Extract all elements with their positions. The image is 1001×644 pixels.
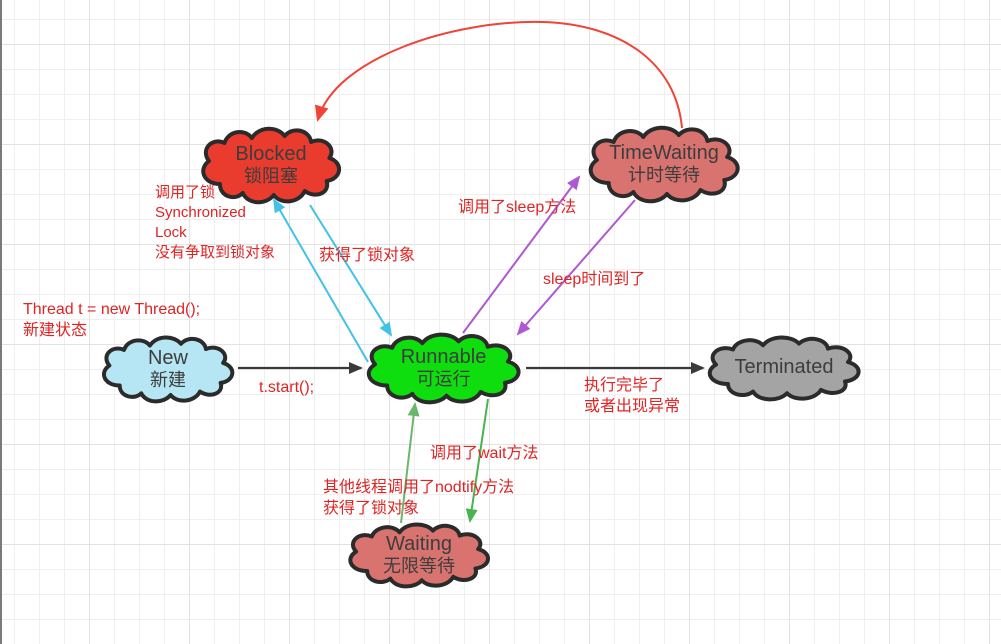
cloud-shape-timewaiting — [585, 126, 743, 202]
label-wait-call: 调用了wait方法 — [430, 445, 539, 462]
node-runnable-title: Runnable — [400, 345, 487, 368]
node-timewaiting: TimeWaiting 计时等待 — [585, 126, 743, 202]
cloud-shape-runnable — [363, 333, 524, 403]
label-blocked-reason-line3: Lock — [155, 224, 187, 241]
cloud-shape-waiting — [345, 523, 493, 587]
node-waiting-title: Waiting — [386, 532, 452, 555]
node-new: New 新建 — [99, 336, 237, 402]
node-waiting: Waiting 无限等待 — [345, 523, 493, 587]
label-t-start: t.start(); — [259, 379, 315, 396]
label-notify: 其他线程调用了nodtify方法 获得了锁对象 — [323, 477, 514, 519]
label-blocked-reason-line4: 没有争取到锁对象 — [155, 244, 276, 261]
cloud-shape-blocked — [198, 127, 344, 203]
node-timewaiting-title: TimeWaiting — [609, 141, 719, 164]
edge-timewaiting-to-blocked-arc — [314, 20, 683, 129]
label-sleep-done: sleep时间到了 — [543, 271, 646, 288]
label-blocked-reason-line2: Synchronized — [155, 204, 246, 221]
label-exec-done-line2: 或者出现异常 — [584, 398, 681, 415]
label-notify-line1: 其他线程调用了nodtify方法 — [323, 479, 515, 496]
node-new-subtitle: 新建 — [150, 370, 186, 391]
node-terminated: Terminated — [704, 336, 864, 400]
node-waiting-subtitle: 无限等待 — [383, 556, 455, 577]
label-exec-done: 执行完毕了 或者出现异常 — [584, 375, 680, 417]
label-new-thread-code: Thread t = new Thread(); 新建状态 — [23, 299, 200, 341]
label-blocked-reason: 调用了锁 Synchronized Lock 没有争取到锁对象 — [155, 183, 275, 263]
node-timewaiting-subtitle: 计时等待 — [628, 165, 700, 186]
edge-timewaiting-to-runnable — [516, 199, 636, 336]
cloud-shape-terminated — [704, 336, 864, 400]
label-got-lock: 获得了锁对象 — [319, 247, 416, 264]
node-new-title: New — [147, 346, 188, 369]
label-new-thread-code-line2: 新建状态 — [23, 322, 88, 339]
node-runnable: Runnable 可运行 — [363, 333, 524, 403]
node-terminated-title: Terminated — [734, 356, 834, 379]
label-exec-done-line1: 执行完毕了 — [584, 377, 665, 394]
node-blocked: Blocked 锁阻塞 — [198, 127, 344, 203]
cloud-shape-new — [99, 336, 237, 402]
label-blocked-reason-line1: 调用了锁 — [155, 184, 216, 201]
label-notify-line2: 获得了锁对象 — [323, 500, 420, 517]
label-new-thread-code-line1: Thread t = new Thread(); — [23, 301, 201, 318]
node-blocked-subtitle: 锁阻塞 — [244, 166, 298, 187]
node-runnable-subtitle: 可运行 — [416, 369, 471, 390]
edge-blocked-to-runnable — [309, 204, 393, 337]
edge-runnable-to-blocked — [272, 198, 369, 363]
label-sleep-call: 调用了sleep方法 — [458, 199, 577, 216]
node-blocked-title: Blocked — [235, 142, 307, 165]
